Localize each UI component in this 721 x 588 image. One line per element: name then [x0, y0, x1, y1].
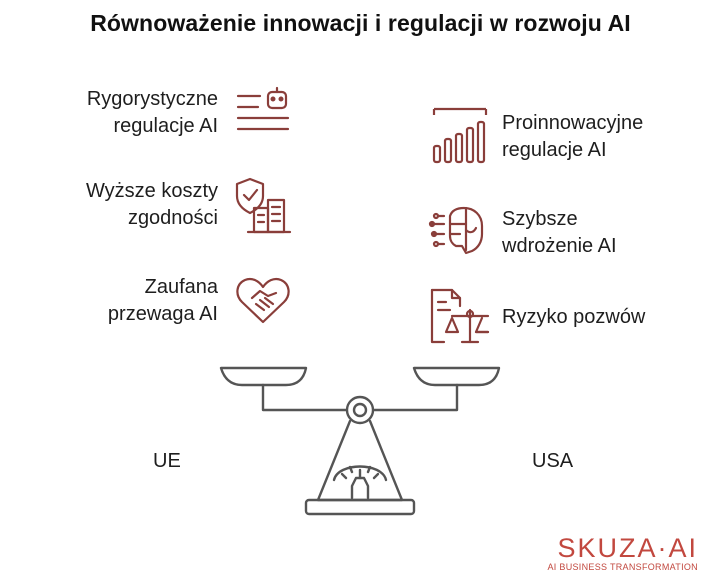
document-robot-icon	[236, 86, 292, 134]
page-title: Równoważenie innowacji i regulacji w roz…	[90, 10, 631, 36]
right-item-faster-deployment-label: Szybsze wdrożenie AI	[502, 208, 617, 257]
brand-name: SKUZA·AI	[557, 533, 698, 563]
shield-building-icon	[234, 176, 294, 236]
right-item-pro-innovation-label: Proinnowacyjne regulacje AI	[502, 112, 644, 161]
ai-brain-circuit-icon	[428, 206, 492, 256]
right-item-lawsuit-risk-label: Ryzyko pozwów	[502, 306, 646, 328]
left-item-strict-regulation-label: Rygorystyczne regulacje AI	[86, 88, 218, 137]
brand-tagline: AI BUSINESS TRANSFORMATION	[547, 562, 698, 572]
brand-logo: SKUZA·AI AI BUSINESS TRANSFORMATION	[528, 534, 698, 573]
left-item-compliance-costs-label: Wyższe koszty zgodności	[85, 180, 218, 229]
document-justice-scale-icon	[430, 288, 490, 344]
left-side-label-eu: UE	[153, 450, 181, 472]
bar-chart-growth-icon	[432, 106, 488, 164]
left-item-trusted-advantage-label: Zaufana przewaga AI	[107, 276, 218, 325]
heart-handshake-icon	[234, 276, 292, 326]
right-side-label-usa: USA	[532, 450, 574, 472]
